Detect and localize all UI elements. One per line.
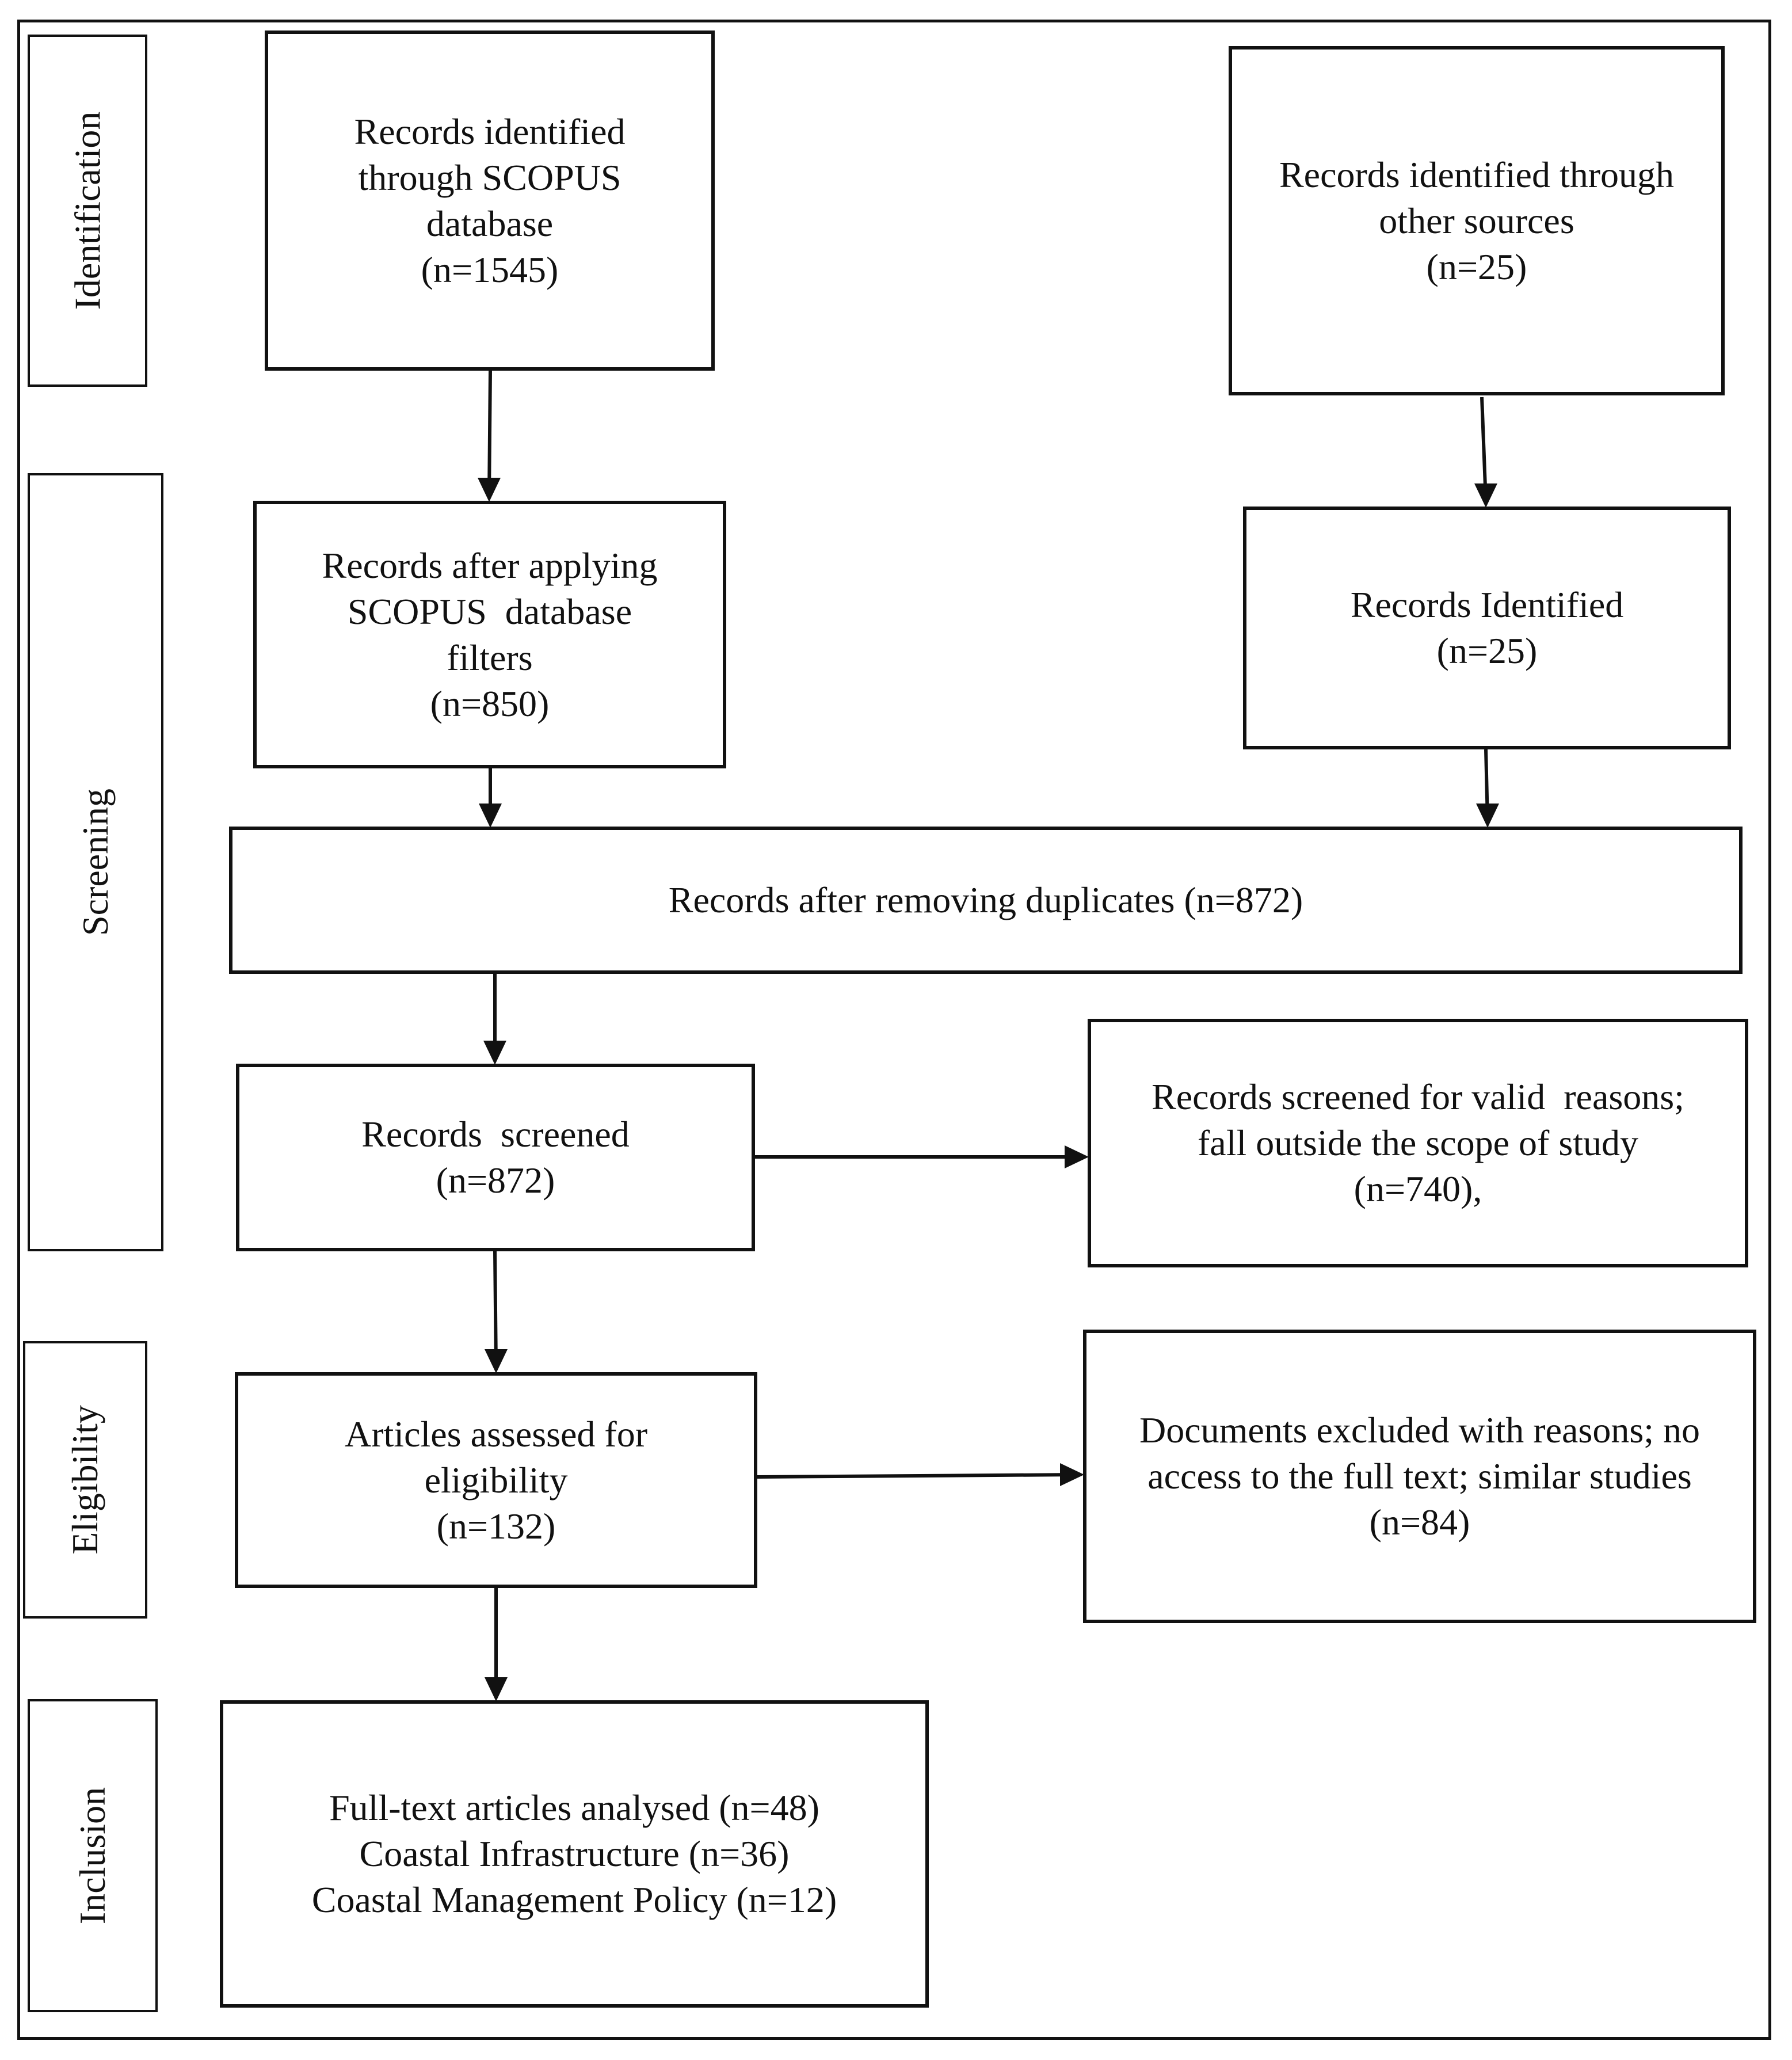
box-line: Coastal Management Policy (n=12) xyxy=(311,1879,837,1920)
box-line: Records after removing duplicates (n=872… xyxy=(668,879,1303,920)
arrow-scopus-to-filtered xyxy=(487,370,492,497)
box-line: (n=872) xyxy=(436,1160,555,1201)
box-line: other sources xyxy=(1379,200,1574,241)
arrowhead-duplicates-to-screened xyxy=(483,1041,506,1065)
box-line: access to the full text; similar studies xyxy=(1147,1456,1692,1497)
arrowhead-screened-to-eligibility xyxy=(485,1349,508,1373)
arrowhead-screened-to-excluded xyxy=(1065,1145,1089,1168)
screened-excluded-box: Records screened for valid reasons; fall… xyxy=(1088,1019,1748,1267)
other-sources-box: Records identified through other sources… xyxy=(1229,46,1725,395)
box-line: (n=132) xyxy=(436,1505,556,1547)
box-line: SCOPUS database xyxy=(347,591,632,632)
box-line: database xyxy=(426,203,554,244)
box-line: Coastal Infrastructure (n=36) xyxy=(359,1833,790,1874)
box-line: (n=850) xyxy=(430,683,550,724)
box-line: (n=25) xyxy=(1436,630,1538,671)
arrow-eligibility-to-excluded xyxy=(757,1473,1079,1479)
box-line: Records screened for valid reasons; xyxy=(1152,1076,1684,1117)
box-line: fall outside the scope of study xyxy=(1197,1122,1639,1163)
box-line: filters xyxy=(447,637,533,678)
box-line: (n=84) xyxy=(1369,1502,1470,1543)
arrowhead-eligibility-to-excluded xyxy=(1060,1463,1084,1486)
box-line: Records after applying xyxy=(322,544,658,586)
box-line: Articles assessed for xyxy=(344,1413,648,1454)
arrowhead-other-to-identified xyxy=(1474,483,1497,508)
box-line: Records Identified xyxy=(1350,584,1624,625)
arrowhead-eligibility-to-included xyxy=(485,1677,508,1701)
box-line: Full-text articles analysed (n=48) xyxy=(329,1787,819,1828)
stage-identification: Identification xyxy=(28,35,147,387)
box-line: (n=1545) xyxy=(421,249,559,290)
records-screened-box: Records screened (n=872) xyxy=(236,1064,755,1251)
duplicates-removed-box: Records after removing duplicates (n=872… xyxy=(229,827,1743,974)
documents-excluded-box: Documents excluded with reasons; no acce… xyxy=(1083,1330,1756,1623)
box-line: Records screened xyxy=(361,1114,630,1155)
records-identified-box: Records Identified (n=25) xyxy=(1243,507,1731,749)
arrowhead-filtered-to-duplicates xyxy=(479,804,502,828)
box-line: Records identified through xyxy=(1279,154,1675,195)
included-box: Full-text articles analysed (n=48) Coast… xyxy=(220,1700,929,2008)
stage-eligibility: Eligibility xyxy=(23,1341,147,1619)
outer-frame xyxy=(17,20,1771,2040)
scopus-filtered-box: Records after applying SCOPUS database f… xyxy=(253,501,726,768)
scopus-identified-box: Records identified through SCOPUS databa… xyxy=(265,31,715,371)
arrowhead-scopus-to-filtered xyxy=(478,478,501,502)
box-line: through SCOPUS xyxy=(358,157,622,198)
box-line: eligibility xyxy=(424,1459,568,1501)
box-line: (n=25) xyxy=(1426,246,1527,287)
box-line: (n=740), xyxy=(1353,1168,1482,1209)
stage-inclusion: Inclusion xyxy=(28,1699,158,2012)
stage-screening: Screening xyxy=(28,473,163,1251)
box-line: Documents excluded with reasons; no xyxy=(1139,1410,1700,1450)
box-line: Records identified xyxy=(354,111,626,152)
arrow-screened-to-eligibility xyxy=(493,1251,498,1368)
assessed-eligibility-box: Articles assessed for eligibility (n=132… xyxy=(235,1372,757,1588)
arrowhead-identified-to-duplicates xyxy=(1476,804,1499,828)
